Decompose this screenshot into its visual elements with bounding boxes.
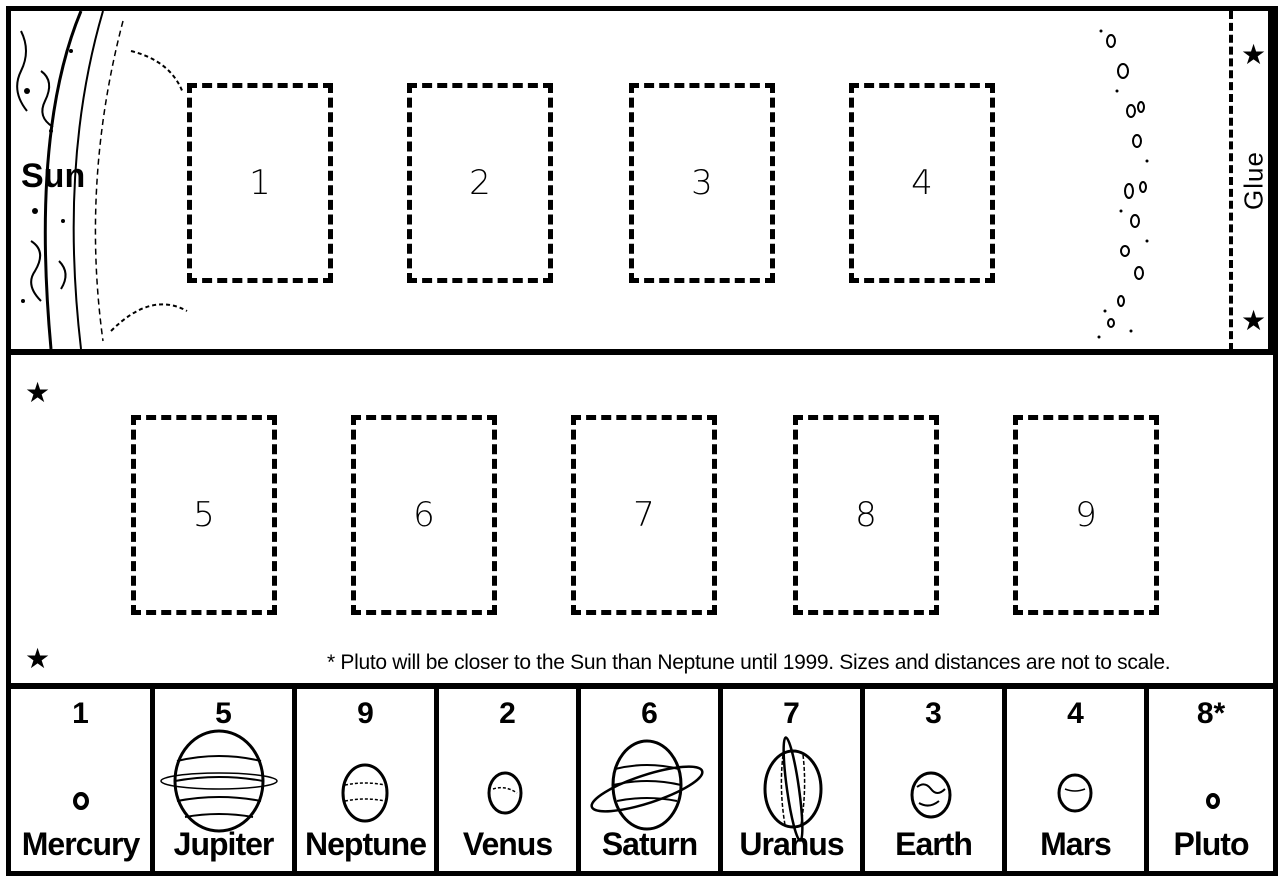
card-name: Neptune <box>297 826 434 863</box>
slot-number: 1 <box>249 163 271 203</box>
card-name: Venus <box>439 826 576 863</box>
card-neptune[interactable]: 9 Neptune <box>297 689 439 871</box>
sun-label: Sun <box>21 157 85 196</box>
star-icon: ★ <box>25 645 50 673</box>
card-name: Mars <box>1007 826 1144 863</box>
card-venus[interactable]: 2 Venus <box>439 689 581 871</box>
card-name: Pluto <box>1149 826 1273 863</box>
slot-3[interactable]: 3 <box>629 83 775 283</box>
slot-number: 6 <box>413 495 435 535</box>
slot-number: 7 <box>633 495 655 535</box>
slot-number: 4 <box>911 163 933 203</box>
glue-tab[interactable]: ★ Glue ★ <box>1229 11 1273 351</box>
card-earth[interactable]: 3 Earth <box>865 689 1007 871</box>
slot-1[interactable]: 1 <box>187 83 333 283</box>
star-icon: ★ <box>1241 41 1266 69</box>
footnote: * Pluto will be closer to the Sun than N… <box>327 651 1170 675</box>
card-name: Earth <box>865 826 1002 863</box>
slot-2[interactable]: 2 <box>407 83 553 283</box>
glue-tab-edge <box>1268 11 1273 351</box>
card-uranus[interactable]: 7 Uranus <box>723 689 865 871</box>
slot-4[interactable]: 4 <box>849 83 995 283</box>
slot-number: 3 <box>691 163 713 203</box>
slot-number: 2 <box>469 163 491 203</box>
slot-9[interactable]: 9 <box>1013 415 1159 615</box>
card-name: Jupiter <box>155 826 292 863</box>
card-name: Mercury <box>11 826 150 863</box>
slot-number: 9 <box>1075 495 1097 535</box>
star-icon: ★ <box>1241 307 1266 335</box>
card-jupiter[interactable]: 5 Jupiter <box>155 689 297 871</box>
asteroid-belt-illustration <box>1081 11 1161 349</box>
glue-label: Glue <box>1239 151 1269 211</box>
slot-5[interactable]: 5 <box>131 415 277 615</box>
card-mars[interactable]: 4 Mars <box>1007 689 1149 871</box>
top-strip: Sun 1 2 3 4 ★ Glue ★ <box>11 11 1273 351</box>
slot-8[interactable]: 8 <box>793 415 939 615</box>
card-mercury[interactable]: 1 Mercury <box>11 689 155 871</box>
slot-number: 5 <box>193 495 215 535</box>
solar-system-worksheet: Sun 1 2 3 4 ★ Glue ★ <box>6 6 1278 876</box>
card-pluto[interactable]: 8* Pluto <box>1149 689 1273 871</box>
planet-cards: 1 Mercury 5 Jupiter 9 Neptune 2 <box>11 689 1273 871</box>
slot-6[interactable]: 6 <box>351 415 497 615</box>
card-saturn[interactable]: 6 Saturn <box>581 689 723 871</box>
card-name: Uranus <box>723 826 860 863</box>
slot-number: 8 <box>855 495 877 535</box>
star-icon: ★ <box>25 379 50 407</box>
slot-7[interactable]: 7 <box>571 415 717 615</box>
card-name: Saturn <box>581 826 718 863</box>
middle-strip: ★ ★ 5 6 7 8 9 * Pluto will be closer to … <box>11 355 1273 685</box>
